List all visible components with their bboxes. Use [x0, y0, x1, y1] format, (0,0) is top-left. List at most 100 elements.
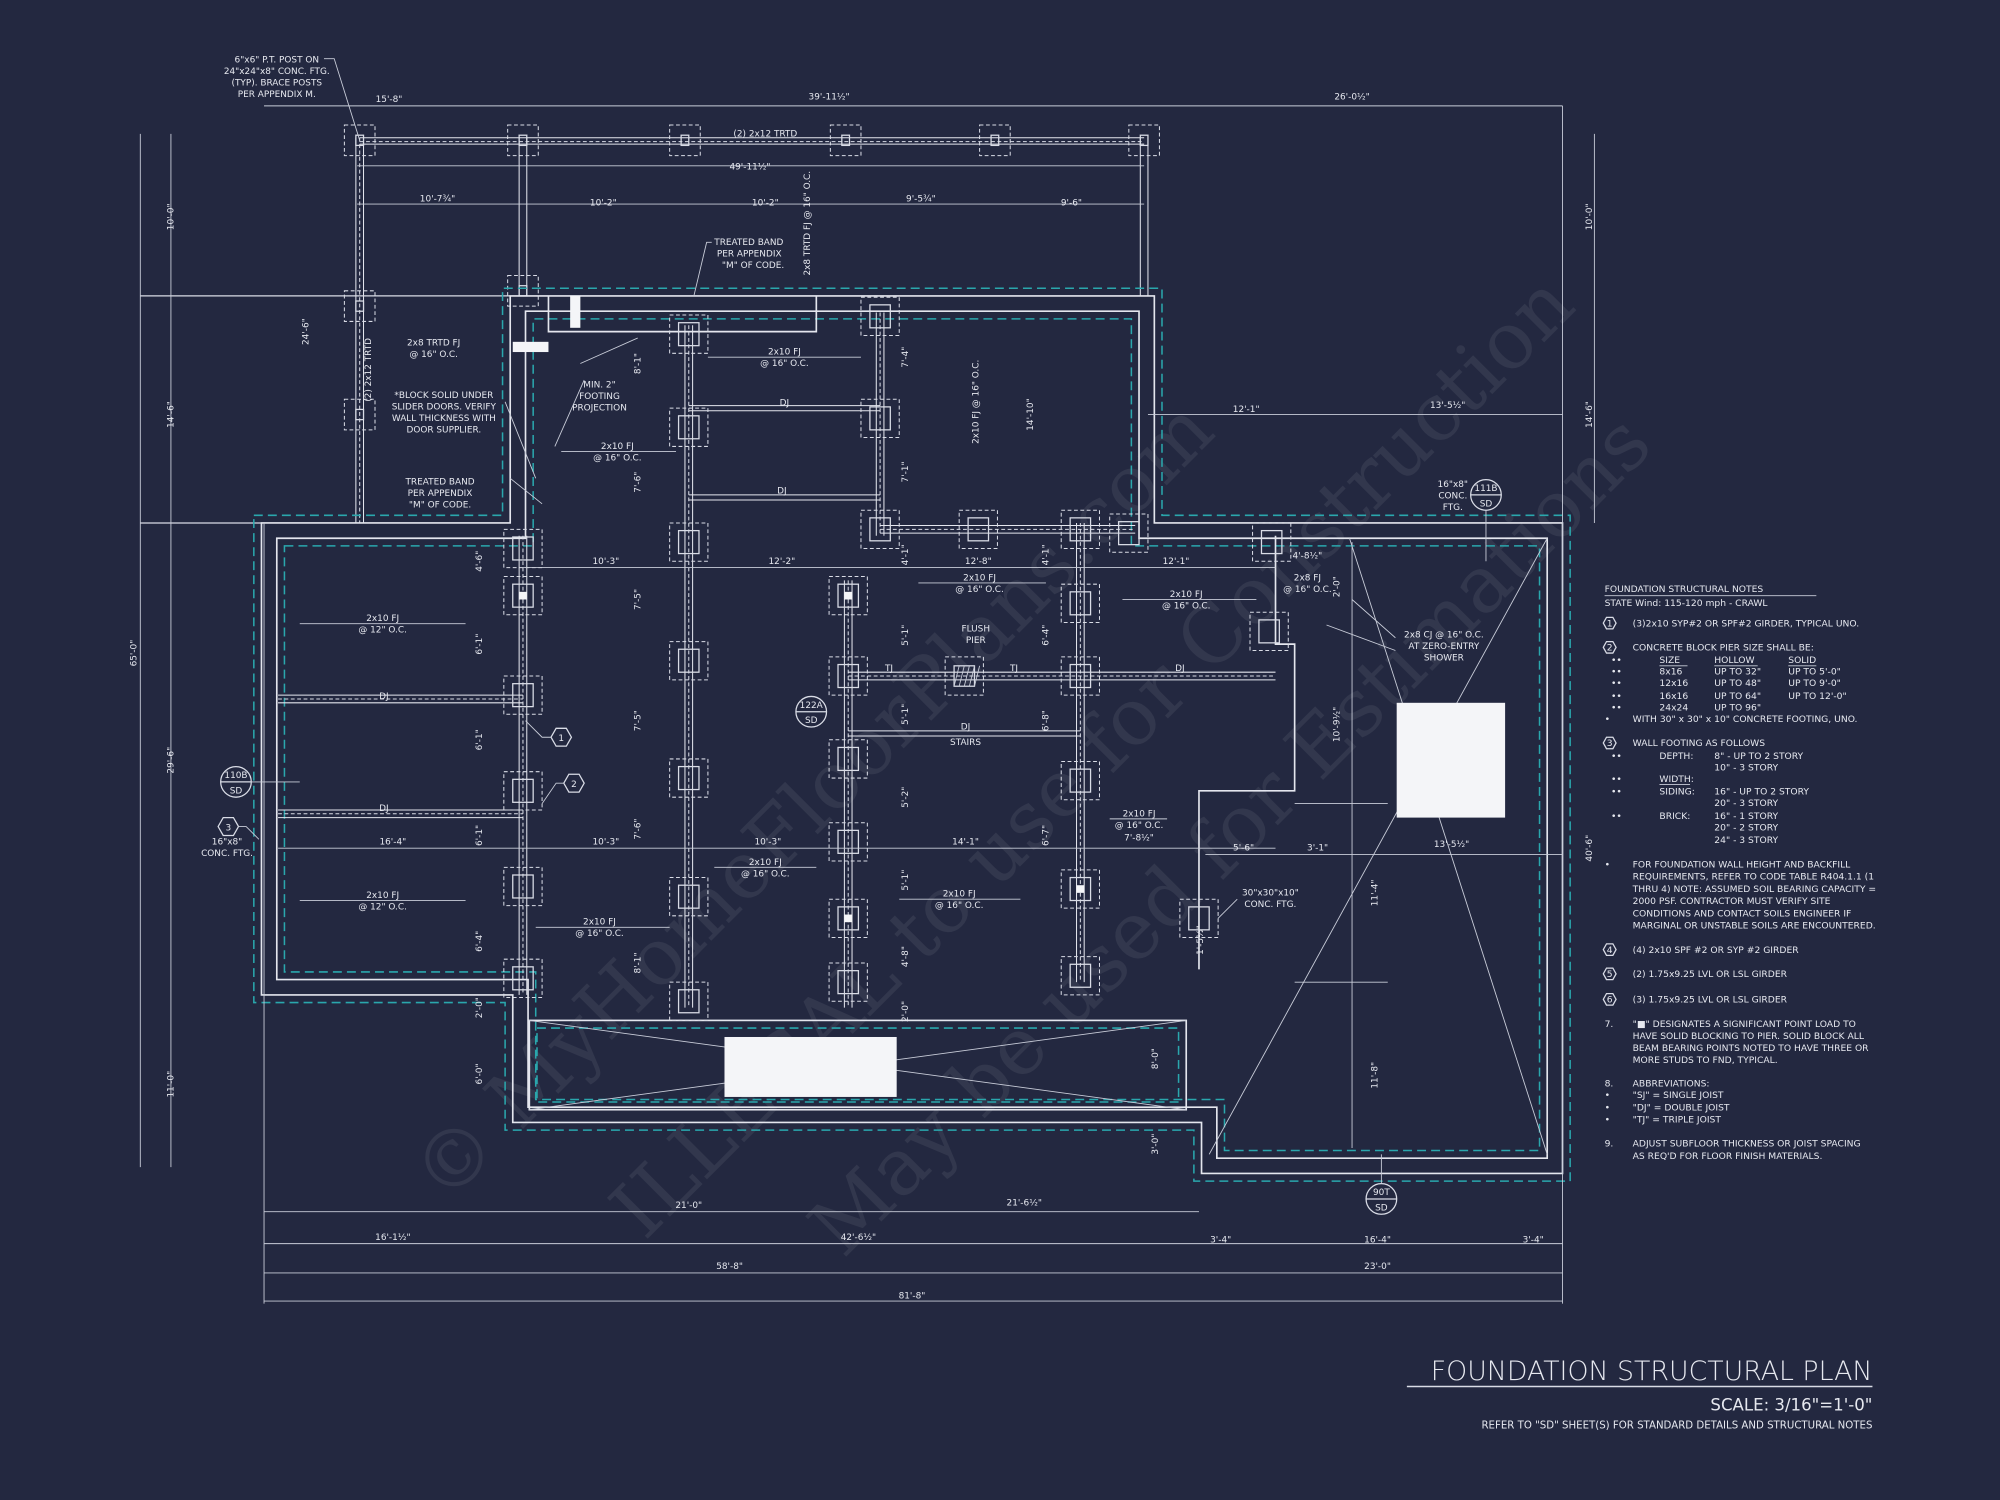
footing-label: CONC.: [1438, 492, 1467, 502]
block-pier: [669, 641, 709, 681]
dim-label: 4'-8": [901, 946, 911, 967]
dim-label: 5'-6": [1233, 844, 1254, 854]
dim-label: 8'-0": [1151, 1048, 1161, 1069]
dj-label: DJ: [1175, 664, 1185, 674]
dim-label: 7'-5": [633, 710, 643, 731]
dim-label: 13'-5½": [1430, 401, 1465, 411]
dim-label: 2'-0": [1332, 576, 1342, 597]
joist-label: 2x8 FJ: [1294, 573, 1321, 583]
block-pier: [1060, 656, 1100, 696]
note-number: 2: [1607, 643, 1613, 654]
point-load-marker: [1076, 885, 1085, 893]
ceiling-joist-label: AT ZERO-ENTRY: [1408, 642, 1479, 652]
note-text: (2) 1.75x9.25 LVL OR LSL GIRDER: [1633, 969, 1788, 980]
joist-size: 2x10 FJ: [601, 442, 634, 452]
table-cell: 8x16: [1659, 667, 1682, 678]
joist-spacing: @ 16" O.C.: [1115, 821, 1164, 831]
interior-dimensions: 10'-3" 12'-2" 12'-8" 12'-1" 4'-8½" 16'-4…: [379, 401, 1469, 854]
table-cell: 16x16: [1659, 691, 1688, 702]
note-text: "SJ" = SINGLE JOIST: [1633, 1090, 1724, 1101]
dim-label: 14'-10": [1026, 398, 1036, 430]
detail-tag-90t[interactable]: 90T SD: [1365, 1154, 1398, 1215]
note-text: WIDTH:: [1659, 774, 1693, 785]
dim-label: 2'-0": [901, 1001, 911, 1022]
note-text: ADJUST SUBFLOOR THICKNESS OR JOIST SPACI…: [1633, 1139, 1861, 1150]
note-text: DEPTH:: [1659, 751, 1693, 762]
dim-label: 10'-3": [592, 837, 619, 847]
table-cell: UP TO 9'-0": [1788, 678, 1841, 689]
callouts: 6"x6" P.T. POST ON 24"x24"x8" CONC. FTG.…: [201, 55, 1484, 939]
tag-number: 122A: [800, 701, 824, 711]
callout-post-line: 24"x24"x8" CONC. FTG.: [224, 67, 330, 77]
shower-note-box: [1396, 702, 1506, 818]
block-pier: [1060, 869, 1100, 909]
dim-label: 7'-6": [633, 819, 643, 840]
treated-band-label: TREATED BAND: [713, 238, 783, 248]
table-header: HOLLOW: [1714, 655, 1754, 666]
note-text: SIDING:: [1659, 787, 1694, 798]
note-text: HAVE SOLID BLOCKING TO PIER. SOLID BLOCK…: [1633, 1031, 1865, 1042]
dim-label: 6'-1": [475, 825, 485, 846]
block-pier: [669, 758, 709, 798]
note-text: MARGINAL OR UNSTABLE SOILS ARE ENCOUNTER…: [1633, 921, 1876, 932]
tag-sheet: SD: [230, 786, 243, 796]
dim-label: 9'-6": [1061, 198, 1082, 208]
table-cell: UP TO 12'-0": [1788, 691, 1846, 702]
note-text: FOR FOUNDATION WALL HEIGHT AND BACKFILL: [1633, 859, 1852, 870]
bullet: ••: [1611, 702, 1622, 713]
bullet: •: [1605, 859, 1610, 870]
tag-sheet: SD: [805, 716, 818, 726]
joist-size: 2x10 FJ: [768, 348, 801, 358]
hex-tag-number: 3: [225, 823, 231, 833]
dim-label: 10'-3": [592, 557, 619, 567]
footing-label: 16"x8": [212, 837, 242, 847]
block-pier: [1060, 583, 1100, 623]
dim-label: 8'-1": [633, 952, 643, 973]
bullet: ••: [1611, 691, 1622, 702]
note-number: 3: [1607, 738, 1613, 749]
dim-label: 10'-9½": [1332, 707, 1342, 742]
dim-label: 5'-2": [901, 787, 911, 808]
note-text: WITH 30" x 30" x 10" CONCRETE FOOTING, U…: [1633, 714, 1858, 725]
flush-pier-label: FLUSH: [962, 624, 991, 634]
note-text: 10" - 3 STORY: [1714, 762, 1778, 773]
piers: [503, 296, 1292, 1021]
note-hex-marker: [1602, 616, 1617, 630]
tag-number: 90T: [1373, 1188, 1390, 1198]
joist-label: 2x10 FJ@ 16" O.C.: [918, 573, 1046, 595]
note-text: (3)2x10 SYP#2 OR SPF#2 GIRDER, TYPICAL U…: [1633, 618, 1860, 629]
porch-beam-label: (2) 2x12 TRTD: [364, 338, 374, 402]
joist-spacing: @ 16" O.C.: [1162, 601, 1211, 611]
table-header: SIZE: [1659, 655, 1680, 666]
porch-posts: [343, 124, 1160, 431]
joist-spacing: @ 16" O.C.: [575, 929, 624, 939]
note-text: CONDITIONS AND CONTACT SOILS ENGINEER IF: [1633, 908, 1852, 919]
side-dimensions: 10'-0" 24'-6" 14'-6" 65'-0" 29'-6" 11'-0…: [129, 203, 1594, 1097]
detail-tag-122a[interactable]: 122A SD: [795, 695, 828, 728]
note-text: MORE STUDS TO FND, TYPICAL.: [1633, 1055, 1778, 1066]
dj-label: DJ: [961, 723, 971, 733]
note-hex-marker: [1602, 736, 1617, 750]
bullet: ••: [1611, 774, 1622, 785]
dim-label: 6'-4": [1041, 625, 1051, 646]
detail-tag-110b[interactable]: 110B SD: [220, 765, 300, 798]
joist-label: 2x10 FJ@ 16" O.C.: [1122, 590, 1257, 611]
interior-vertical-dimensions: 7'-4"7'-1"14'-10"8'-1"7'-6"4'-6"6'-1"6'-…: [475, 347, 1380, 1155]
treated-band-label: PER APPENDIX: [408, 489, 473, 499]
dim-label: 4'-6": [475, 551, 485, 572]
joist-label: @ 16" O.C.: [1283, 585, 1332, 595]
joist-spacing: @ 12" O.C.: [358, 902, 407, 912]
detail-tag-111b[interactable]: 111B SD: [1470, 478, 1502, 562]
joist-size: 2x10 FJ: [583, 918, 616, 928]
porch-post-footing: [507, 124, 539, 157]
callout-post-line: PER APPENDIX M.: [238, 90, 316, 100]
dim-label: 10'-2": [590, 198, 617, 208]
slab-note-box: [724, 1036, 897, 1097]
block-solid-note: SLIDER DOORS. VERIFY: [392, 402, 497, 412]
porch-joist-label: 2x8 TRTD FJ: [407, 339, 460, 349]
dim-label: 4'-8½": [1293, 552, 1323, 562]
block-pier: [503, 866, 543, 907]
joist-label: 2x10 FJ@ 16" O.C.: [714, 858, 817, 879]
porch-post-footing: [829, 124, 862, 157]
flush-pier: [944, 656, 984, 696]
